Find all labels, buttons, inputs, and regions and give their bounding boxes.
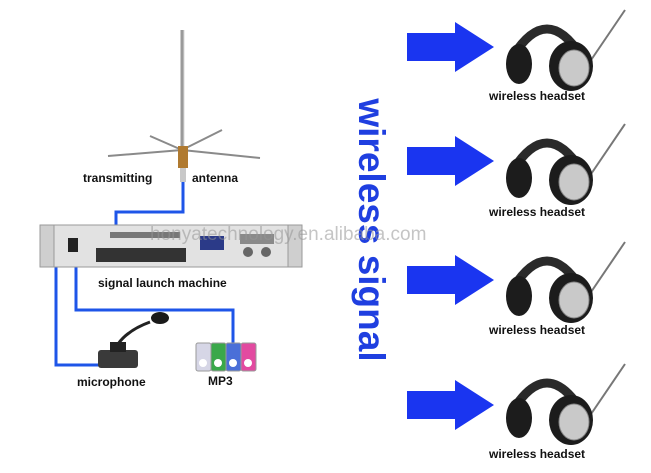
headset-label-4: wireless headset	[489, 447, 586, 461]
arrow-icon	[407, 22, 494, 430]
headset-group	[506, 9, 626, 445]
headset-icon	[506, 363, 626, 445]
machine-label: signal launch machine	[98, 276, 227, 290]
antenna-icon	[107, 30, 261, 182]
headset-icon	[506, 123, 626, 205]
headset-label-1: wireless headset	[489, 89, 586, 103]
microphone-icon	[98, 312, 169, 368]
mp3-label: MP3	[208, 374, 233, 388]
transmitter-icon	[39, 224, 303, 268]
headset-label-3: wireless headset	[489, 323, 586, 337]
cable-lines	[54, 182, 235, 367]
watermark: honyatechnology.en.alibaba.com	[150, 224, 427, 245]
antenna-label: antenna	[192, 171, 239, 185]
microphone-label: microphone	[77, 375, 146, 389]
headset-label-2: wireless headset	[489, 205, 586, 219]
mp3-player-icon	[195, 342, 257, 372]
headset-icon	[506, 9, 626, 91]
headset-icon	[506, 241, 626, 323]
transmitting-label: transmitting	[83, 171, 153, 185]
